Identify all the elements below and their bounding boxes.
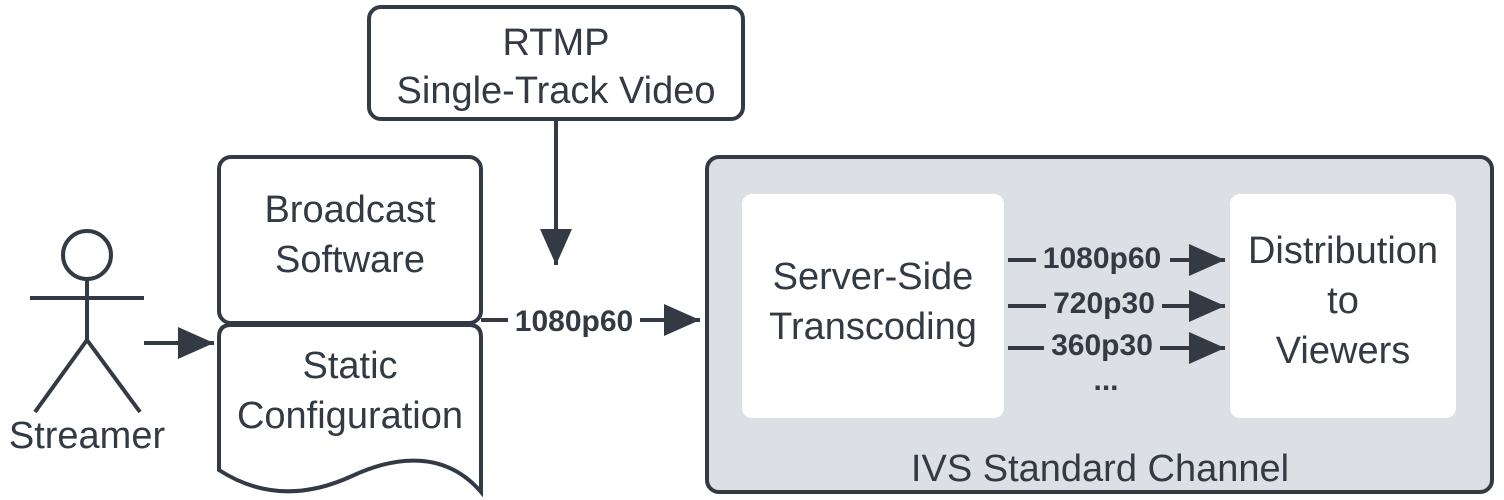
streamer-head — [61, 229, 113, 281]
streamer-label: Streamer — [9, 415, 166, 457]
distribution-line3: Viewers — [1276, 330, 1410, 372]
rtmp-box-subtitle: Single-Track Video — [397, 70, 716, 112]
transcoding-line1: Server-Side — [773, 256, 974, 298]
streamer-actor — [30, 229, 144, 414]
rendition-720p30: 720p30 — [1008, 287, 1225, 322]
server-side-transcoding-box — [742, 194, 1004, 418]
rendition-label: 360p30 — [1051, 329, 1153, 362]
rtmp-box-title: RTMP — [503, 22, 610, 64]
static-configuration-line2: Configuration — [237, 395, 463, 437]
streamer-right-leg — [85, 338, 142, 414]
broadcast-software-line1: Broadcast — [264, 189, 436, 231]
transcoding-line2: Transcoding — [769, 306, 977, 348]
static-configuration-document — [217, 323, 483, 498]
distribution-line1: Distribution — [1248, 230, 1438, 272]
more-renditions-ellipsis: ... — [1093, 364, 1118, 397]
ivs-standard-channel-label: IVS Standard Channel — [911, 448, 1289, 490]
streamer-left-leg — [33, 338, 89, 414]
distribution-line2: to — [1327, 280, 1359, 322]
rendition-label: 720p30 — [1053, 287, 1155, 320]
static-configuration-line1: Static — [302, 345, 397, 387]
distribution-box — [1230, 194, 1456, 418]
broadcast-software-line2: Software — [275, 239, 425, 281]
rendition-label: 1080p60 — [1043, 242, 1161, 275]
ingest-rendition-label: 1080p60 — [515, 305, 633, 338]
rendition-360p30: 360p30 — [1008, 329, 1225, 364]
rendition-1080p60: 1080p60 — [1008, 242, 1225, 276]
